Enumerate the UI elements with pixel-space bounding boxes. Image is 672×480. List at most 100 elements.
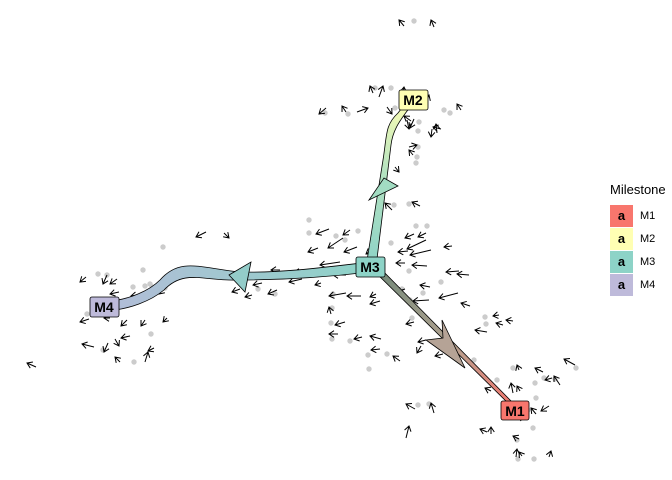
velocity-arrow [553, 375, 561, 386]
milestone-m2-box [398, 89, 429, 111]
cell-point [406, 268, 412, 274]
cell-point [482, 314, 488, 320]
cell-point [392, 105, 398, 111]
velocity-arrow [195, 231, 207, 239]
cell-point [384, 351, 390, 357]
velocity-arrow [405, 319, 415, 327]
legend-key-m3: a [610, 250, 633, 273]
velocity-arrows [26, 19, 576, 459]
legend-key-m1: a [610, 204, 633, 227]
velocity-arrow [427, 128, 436, 138]
velocity-arrow [417, 231, 427, 239]
velocity-arrow [368, 85, 376, 94]
cell-point [160, 244, 166, 250]
velocity-arrow [328, 291, 347, 299]
velocity-arrow [288, 277, 303, 285]
velocity-arrow [505, 316, 514, 325]
milestone-m4-label: M4 [94, 299, 114, 315]
velocity-arrow [404, 119, 412, 130]
velocity-arrow [315, 228, 330, 236]
cell-point [413, 160, 419, 166]
cell-point [411, 18, 417, 24]
velocity-arrow [114, 356, 121, 363]
velocity-arrow [408, 149, 415, 157]
milestone-nodes: M1 M2 M3 M4 [89, 89, 530, 421]
velocity-arrow [408, 118, 416, 129]
cell-point [142, 283, 148, 289]
cell-point [438, 279, 444, 285]
cell-point [483, 321, 489, 327]
velocity-arrow [428, 402, 436, 414]
velocity-arrow [386, 106, 393, 115]
cell-point [328, 320, 334, 326]
velocity-arrow [416, 345, 423, 354]
velocity-arrow [432, 123, 441, 134]
velocity-arrow [434, 351, 444, 359]
cell-point [130, 284, 136, 290]
milestone-m3: M3 [355, 256, 386, 278]
velocity-arrow [403, 115, 412, 122]
velocity-arrow [162, 316, 169, 323]
cell-point [84, 311, 90, 317]
cell-point [414, 154, 420, 160]
cell-point [355, 228, 361, 234]
velocity-arrow [563, 357, 576, 366]
velocity-arrow [334, 320, 346, 328]
velocity-arrow [512, 434, 520, 442]
cell-point [345, 111, 351, 117]
velocity-arrow [398, 19, 405, 27]
cell-point [388, 240, 394, 246]
velocity-arrow [544, 375, 553, 383]
velocity-arrow [405, 403, 416, 410]
velocity-arrow [479, 427, 488, 435]
velocity-arrow [328, 330, 338, 338]
cell-point [366, 366, 372, 372]
velocity-arrow [456, 103, 463, 111]
velocity-arrow [419, 282, 431, 290]
legend-item-m3: a M3 [610, 250, 672, 273]
velocity-arrow [406, 239, 427, 251]
velocity-arrow [147, 345, 155, 353]
legend-item-m2: a M2 [610, 227, 672, 250]
velocity-arrow [395, 259, 405, 267]
velocity-arrow [370, 345, 381, 354]
cell-point [95, 271, 101, 277]
velocity-arrow [113, 338, 120, 347]
velocity-arrow [409, 249, 432, 258]
velocity-arrow [252, 280, 263, 288]
velocity-arrow [369, 299, 381, 307]
velocity-arrow [516, 385, 523, 393]
velocity-arrow [267, 288, 278, 296]
velocity-arrow [318, 107, 327, 115]
cell-point [415, 402, 421, 408]
milestone-m4: M4 [89, 296, 120, 318]
cell-point [409, 315, 415, 321]
cell-point [306, 217, 312, 223]
velocity-arrow [346, 292, 361, 300]
legend-key-m2: a [610, 227, 633, 250]
velocity-arrow [417, 337, 427, 345]
cell-point [531, 456, 537, 462]
velocity-arrow [545, 450, 554, 458]
cell-point [416, 119, 422, 125]
velocity-arrow [487, 426, 495, 434]
velocity-arrow [356, 106, 369, 114]
velocity-arrow [342, 229, 351, 236]
cell-point [447, 110, 453, 116]
velocity-arrow [411, 261, 428, 270]
cell-point [322, 110, 328, 116]
milestone-m1-box [500, 400, 530, 421]
velocity-arrow [377, 85, 385, 98]
velocity-arrow [445, 267, 460, 276]
edge-m1-m3-arrowhead [424, 319, 466, 369]
velocity-arrow [319, 260, 341, 268]
legend-label-m2: M2 [640, 232, 656, 245]
cell-point [471, 357, 477, 363]
cell-point [347, 338, 353, 344]
cell-point [515, 456, 521, 462]
cell-point [533, 395, 539, 401]
velocity-arrow [460, 300, 471, 309]
velocity-arrow [397, 247, 409, 256]
velocity-arrow [326, 306, 334, 315]
cell-point [391, 202, 397, 208]
